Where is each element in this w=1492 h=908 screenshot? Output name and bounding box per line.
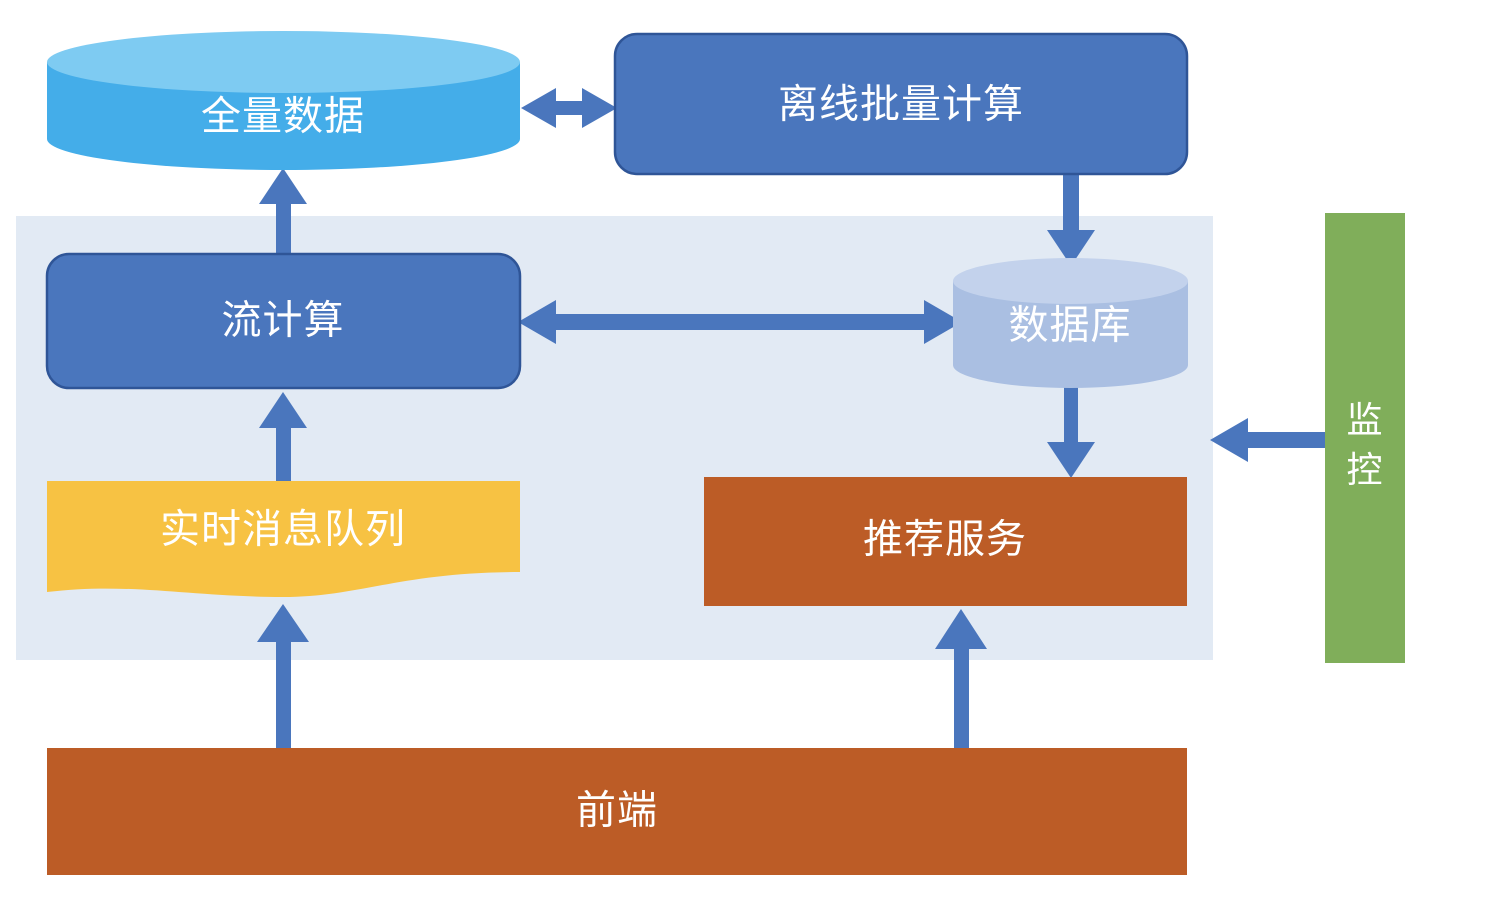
- connector-full-data-to-offline-batch: [521, 88, 617, 128]
- connector-frontend-to-message-queue: [257, 604, 309, 750]
- connector-database-to-recommendation-service: [1047, 386, 1095, 478]
- node-database[interactable]: 数据库: [953, 258, 1188, 389]
- node-realtime-message-queue[interactable]: 实时消息队列: [47, 481, 520, 597]
- node-label-recommendation-service: 推荐服务: [863, 518, 1027, 562]
- connector-stream-compute-to-full-data: [259, 168, 307, 254]
- node-full-data-store[interactable]: 全量数据: [47, 31, 520, 170]
- node-label-full-data-store: 全量数据: [201, 95, 365, 139]
- node-label-database: 数据库: [1009, 304, 1132, 348]
- connector-offline-batch-to-database: [1047, 174, 1095, 266]
- node-label-realtime-message-queue: 实时消息队列: [160, 508, 406, 552]
- connector-monitoring-to-panel: [1210, 418, 1327, 462]
- node-label-stream-compute: 流计算: [222, 299, 345, 343]
- connector-message-queue-to-stream-compute: [259, 392, 307, 482]
- node-label-offline-batch-compute: 离线批量计算: [778, 83, 1024, 127]
- node-monitoring[interactable]: 监 控: [1325, 213, 1405, 663]
- node-label-frontend: 前端: [576, 789, 658, 833]
- node-offline-batch-compute[interactable]: 离线批量计算: [613, 32, 1189, 176]
- connector-stream-compute-to-database: [518, 300, 962, 344]
- node-frontend[interactable]: 前端: [47, 748, 1187, 875]
- connector-frontend-to-recommendation-service: [935, 609, 987, 750]
- node-recommendation-service[interactable]: 推荐服务: [704, 477, 1187, 606]
- node-stream-compute[interactable]: 流计算: [45, 252, 522, 390]
- node-label-monitoring-char-1: 监: [1346, 399, 1383, 440]
- node-label-monitoring-char-2: 控: [1346, 449, 1383, 490]
